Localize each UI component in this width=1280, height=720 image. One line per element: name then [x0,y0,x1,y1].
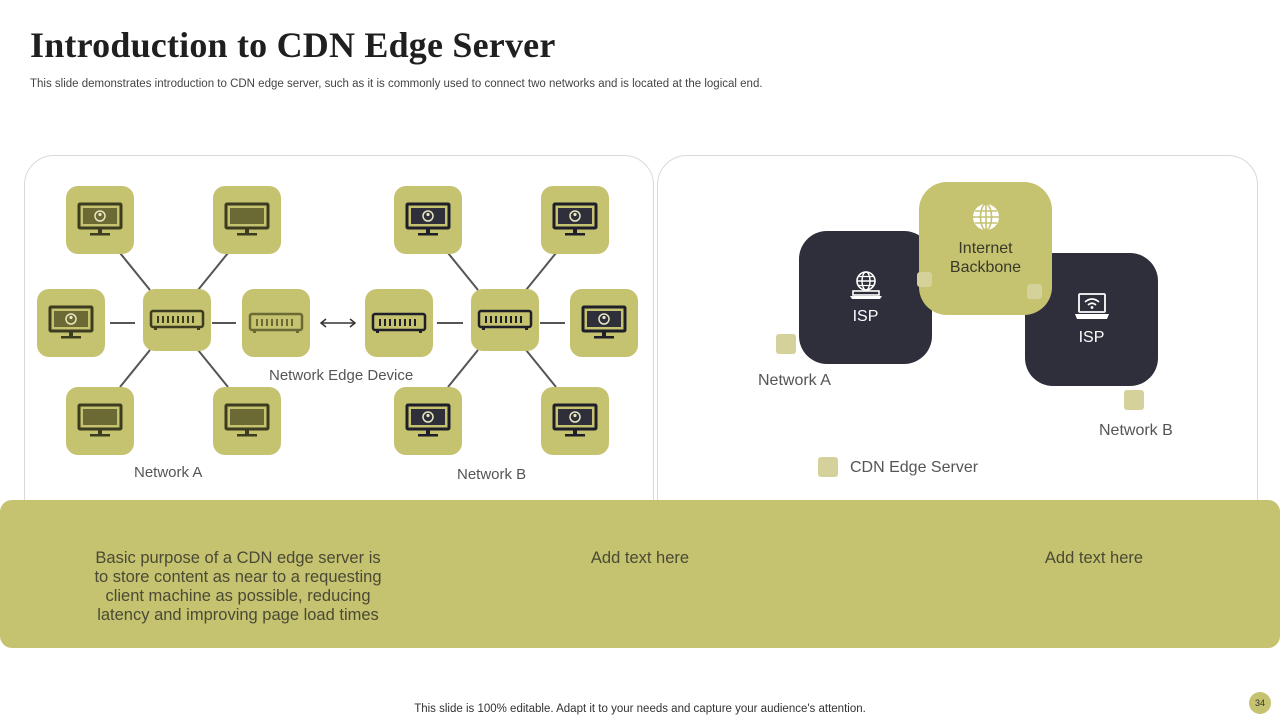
network-a-label: Network A [134,464,203,481]
edge-server-marker [1124,390,1144,410]
network-a-computer-tile [213,387,281,455]
monitor-user-icon [552,202,598,236]
network-b-switch-tile [365,289,433,357]
switch-icon [477,309,533,330]
monitor-user-icon [77,202,123,236]
legend-swatch [818,457,838,477]
monitor-user-icon [405,403,451,437]
edge-server-marker [1027,284,1042,299]
monitor-icon [77,403,123,437]
network-b-label: Network B [457,466,527,483]
network-b-computer-tile [394,186,462,254]
edge-device-label: Network Edge Device [269,367,414,384]
right-network-a-label: Network A [758,372,831,389]
monitor-icon [224,202,270,236]
switch-icon [149,309,205,330]
laptop-wifi-icon [1074,293,1109,319]
page-subtitle: This slide demonstrates introduction to … [30,78,763,90]
band-text-purpose: Basic purpose of a CDN edge server is to… [94,549,382,624]
isp-right-label: ISP [1078,329,1105,346]
edge-server-marker [776,334,796,354]
backbone-label-line1: Internet [958,240,1013,257]
page-number: 34 [1249,692,1271,714]
network-a-switch-tile [143,289,211,351]
network-a-computer-tile [66,387,134,455]
band-text-placeholder-2: Add text here [590,549,690,567]
network-b-computer-tile [541,387,609,455]
network-a-computer-tile [66,186,134,254]
network-b-computer-tile [541,186,609,254]
globe-icon [972,203,999,231]
right-network-b-label: Network B [1099,422,1173,439]
network-b-computer-tile [570,289,638,357]
monitor-user-icon [581,305,627,339]
network-b-computer-tile [394,387,462,455]
laptop-globe-icon [849,271,882,299]
network-a-computer-tile [213,186,281,254]
edge-server-marker [917,272,932,287]
network-b-switch-tile [471,289,539,351]
switch-icon [248,312,304,333]
page-title: Introduction to CDN Edge Server [30,25,556,65]
monitor-user-icon [552,403,598,437]
network-a-computer-tile [37,289,105,357]
isp-card-left: ISP [799,231,932,364]
monitor-user-icon [48,305,94,339]
band-text-placeholder-3: Add text here [1044,549,1144,567]
isp-left-label: ISP [852,308,879,325]
legend-label: CDN Edge Server [850,459,979,476]
backbone-label-line2: Backbone [949,259,1022,276]
switch-icon [371,312,427,333]
monitor-user-icon [405,202,451,236]
footer-note: This slide is 100% editable. Adapt it to… [414,703,866,715]
info-band [0,500,1280,648]
double-arrow-icon [319,318,357,328]
network-a-switch-tile [242,289,310,357]
monitor-icon [224,403,270,437]
